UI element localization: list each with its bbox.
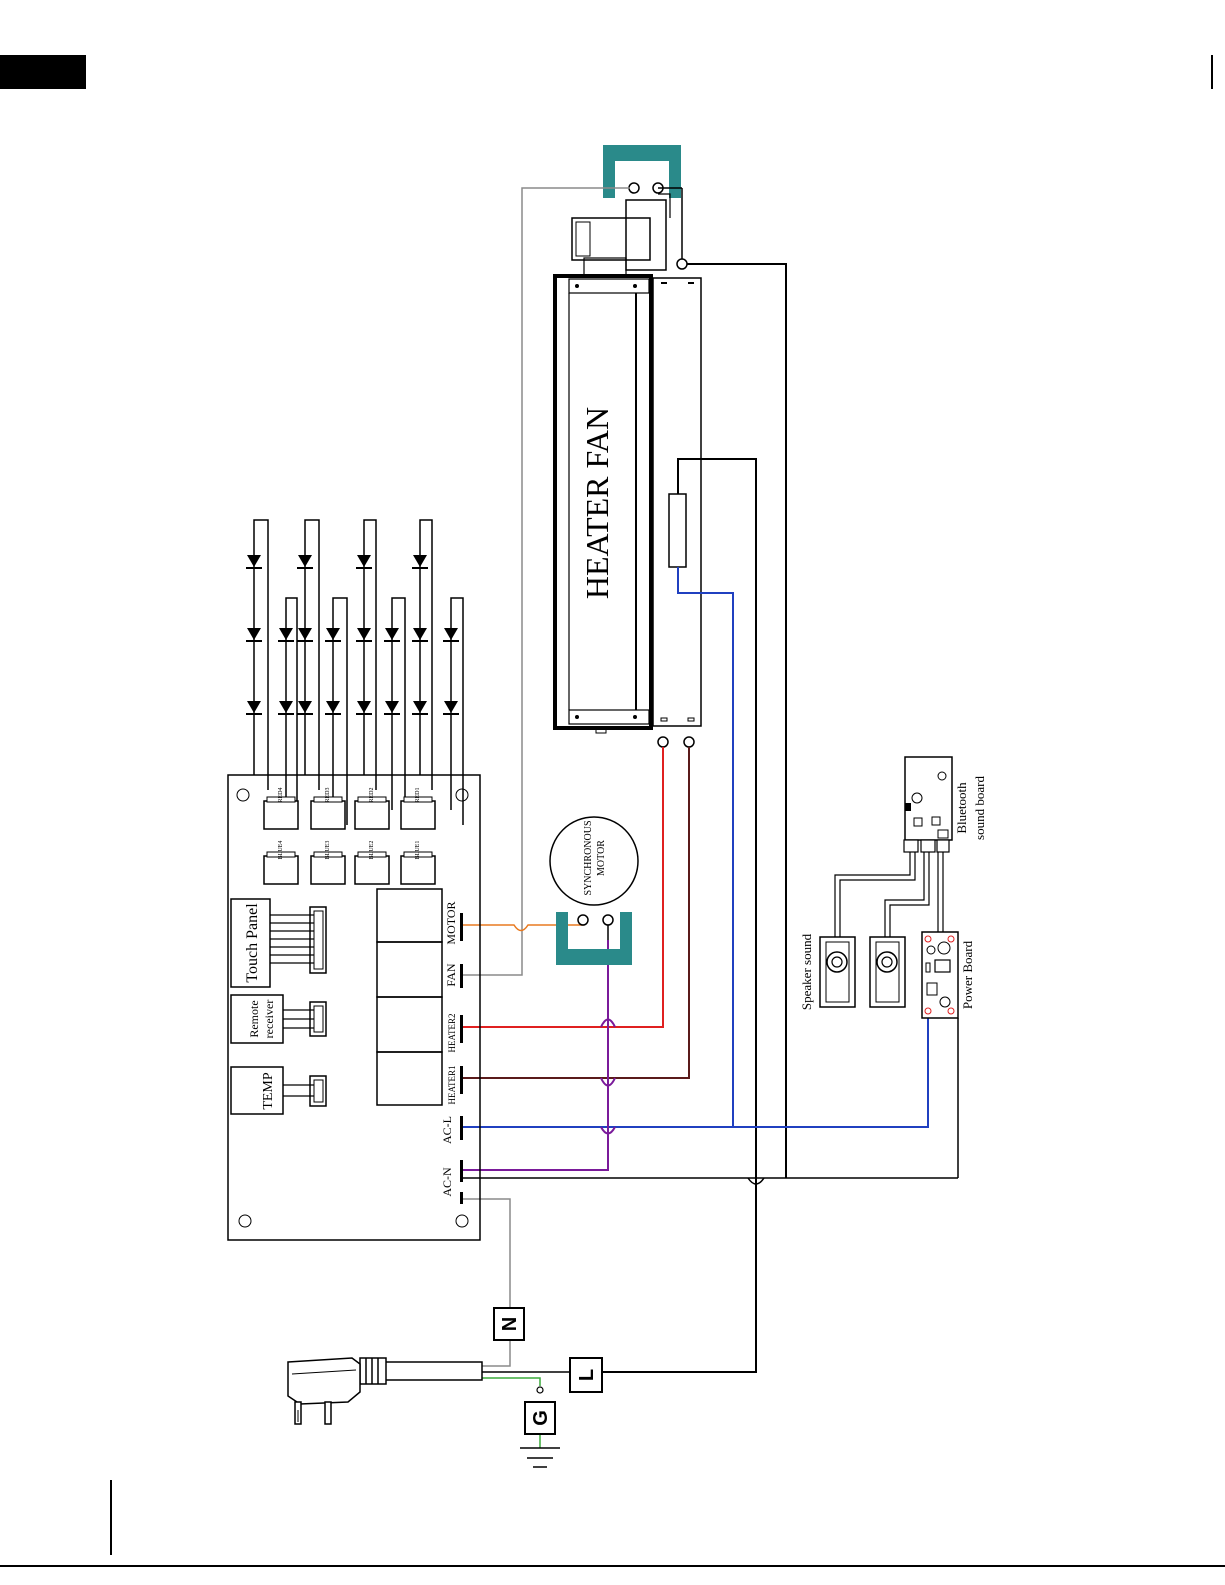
relay-heater2	[377, 997, 442, 1052]
line-junction-terminal	[677, 259, 687, 269]
led-diode	[413, 701, 427, 713]
led-diode	[326, 701, 340, 713]
motor-title: SYNCHRONOUS	[583, 820, 594, 895]
led-diode	[298, 555, 312, 567]
red-connector-label: RED4	[278, 788, 284, 803]
resistor-blue-wire	[678, 567, 733, 1127]
bluetooth-label-2: sound board	[972, 776, 987, 840]
motor-subtitle: MOTOR	[596, 840, 607, 876]
terminal-heater2: HEATER2	[447, 1014, 457, 1053]
bluetooth-board: Bluetooth sound board	[904, 757, 987, 852]
power-plug: N L G	[288, 1308, 602, 1467]
ground-label: G	[530, 1410, 552, 1426]
motor-terminal-right	[603, 915, 613, 925]
power-board-label: Power Board	[960, 940, 975, 1009]
neutral-label: N	[499, 1317, 521, 1331]
terminal-motor: MOTOR	[444, 901, 458, 944]
heater1-wire	[461, 747, 689, 1078]
temp-label: TEMP	[261, 1072, 276, 1110]
red-connector-3	[311, 801, 345, 829]
heater-resistor	[669, 494, 686, 567]
led-diode	[326, 628, 340, 640]
bluetooth-label-1: Bluetooth	[954, 782, 969, 834]
red-connector-label: RED2	[369, 788, 375, 803]
red-connector-label: RED1	[415, 788, 421, 803]
neutral-wire	[461, 1199, 510, 1308]
relay-heater1	[377, 1052, 442, 1105]
led-diode	[357, 701, 371, 713]
red-connector-4	[264, 801, 298, 829]
led-diode	[444, 701, 458, 713]
top-teal-bracket	[603, 145, 681, 198]
motor-circle	[550, 817, 638, 905]
led-diode	[385, 628, 399, 640]
led-diode	[247, 628, 261, 640]
blue-connector-label: BLUE3	[325, 841, 331, 860]
terminal-heater1: HEATER1	[447, 1066, 457, 1105]
red-connector-label: RED3	[325, 788, 331, 803]
power-board-outline	[922, 932, 958, 1018]
led-diode	[279, 628, 293, 640]
led-diode	[444, 628, 458, 640]
terminal-fan: FAN	[444, 963, 458, 986]
red-connector-2	[355, 801, 389, 829]
heater-fan-assembly: HEATER FAN	[555, 145, 701, 747]
heater-terminal-2	[684, 737, 694, 747]
heater-terminal-1	[658, 737, 668, 747]
terminal-ac-n: AC-N	[440, 1167, 454, 1197]
line-label: L	[576, 1369, 598, 1381]
blue-connector-label: BLUE4	[278, 841, 284, 860]
relay-fan	[377, 942, 442, 997]
motor-terminal-left	[578, 915, 588, 925]
power-board: Power Board	[922, 932, 975, 1018]
led-diode	[385, 701, 399, 713]
terminal-ac-l: AC-L	[440, 1116, 454, 1144]
plug-prong-2	[325, 1402, 331, 1424]
led-diode	[279, 701, 293, 713]
led-diode	[247, 701, 261, 713]
main-line-wire	[603, 1178, 756, 1372]
motor-teal-bracket	[556, 912, 632, 965]
relay-motor	[377, 889, 442, 942]
synchronous-motor: SYNCHRONOUS MOTOR	[550, 817, 638, 965]
led-diode	[413, 555, 427, 567]
led-diode	[413, 628, 427, 640]
plug-body	[288, 1358, 360, 1404]
speaker-label: Speaker sound	[799, 933, 814, 1010]
led-diode	[298, 628, 312, 640]
remote-label-1: Remote	[247, 1000, 261, 1037]
led-diode	[298, 701, 312, 713]
blue-connector-label: BLUE2	[369, 841, 375, 860]
led-diode	[357, 555, 371, 567]
blue-connector-label: BLUE1	[415, 841, 421, 860]
touch-panel-label: Touch Panel	[244, 903, 261, 983]
header-tab	[0, 55, 86, 89]
ground-wire	[480, 1378, 540, 1386]
terminal-tabs	[460, 913, 463, 1204]
heater-fan-label: HEATER FAN	[579, 407, 615, 599]
red-connector-1	[401, 801, 435, 829]
led-diode	[247, 555, 261, 567]
top-bracket-terminal-left	[629, 183, 639, 193]
remote-label-2: receiver	[262, 1000, 276, 1039]
wires	[461, 188, 958, 1448]
fan-motor-block	[572, 218, 650, 260]
ac-l-wire	[461, 1018, 928, 1127]
line-wire-right	[687, 264, 786, 1178]
control-board: Touch Panel Remote receiver TEMP MOTOR F…	[228, 775, 480, 1240]
led-diode	[357, 628, 371, 640]
